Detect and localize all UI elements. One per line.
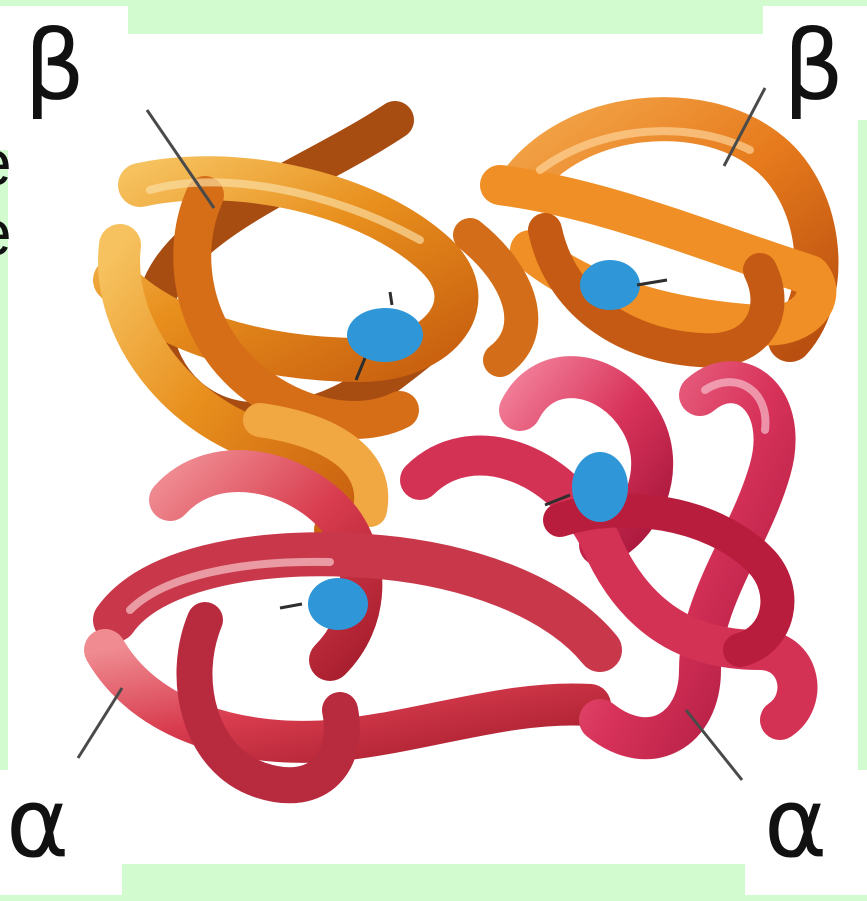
subunit-beta-top-right xyxy=(470,119,816,360)
alpha-label-bottom-right: α xyxy=(764,775,827,871)
subunit-alpha-bottom-left xyxy=(105,471,600,785)
heme-top-left xyxy=(347,308,423,362)
leader-line-bottom-left xyxy=(78,688,122,758)
heme-top-right xyxy=(580,260,640,310)
beta-label-top-right: β xyxy=(783,18,844,114)
beta-label-top-left: β xyxy=(24,18,85,114)
alpha-label-bottom-left: α xyxy=(6,775,69,871)
leader-line-bottom-right xyxy=(686,710,742,780)
heme-bottom-right xyxy=(572,452,628,522)
heme-bottom-left xyxy=(308,578,368,630)
